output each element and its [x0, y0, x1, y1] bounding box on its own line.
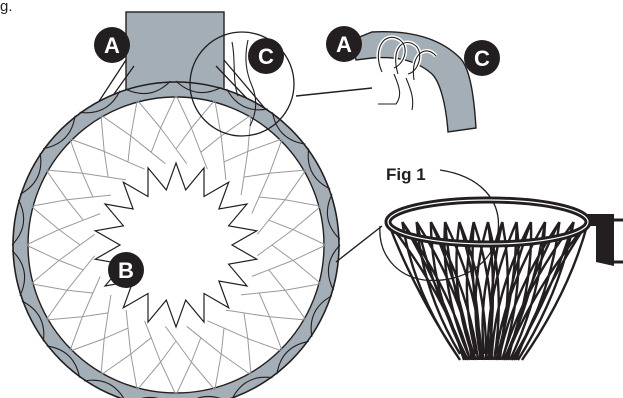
callout-b-label: B — [118, 258, 134, 283]
detail-callout-a-label: A — [336, 32, 352, 57]
fig-1-label: Fig 1 — [386, 165, 426, 184]
callout-b: B — [108, 252, 144, 288]
fig-leader-line — [336, 226, 382, 262]
detail-leader-line — [296, 88, 372, 96]
detail-callout-a: A — [326, 26, 362, 62]
detail-callout-c-label: C — [474, 46, 490, 71]
callout-a-label: A — [104, 33, 120, 58]
top-left-caption: g. — [0, 0, 13, 15]
main-hoop-view: A C B — [12, 12, 382, 398]
fig1-side-view: Fig 1 — [380, 165, 623, 360]
detail-loop-view: A C — [326, 26, 500, 132]
detail-callout-c: C — [464, 40, 500, 76]
callout-a: A — [94, 27, 130, 63]
callout-c-label: C — [258, 44, 274, 69]
callout-c: C — [248, 38, 284, 74]
